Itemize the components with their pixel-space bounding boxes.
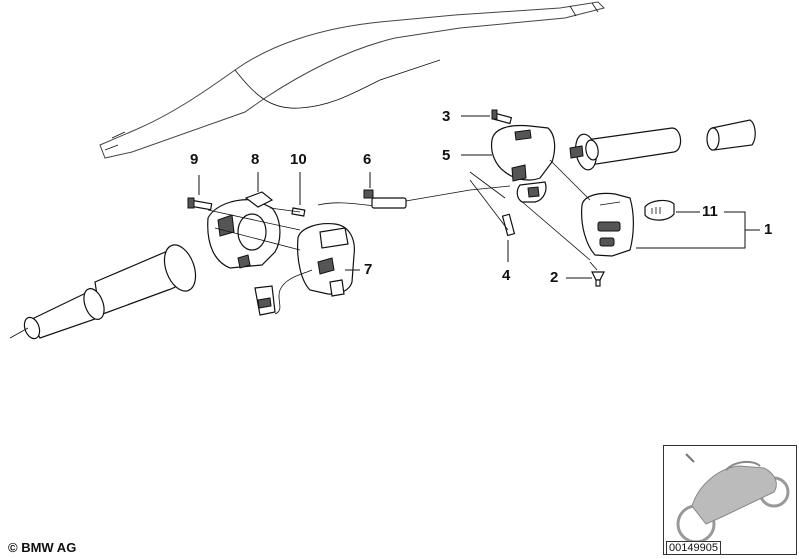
screw-part-2 [591,271,605,287]
callout-7: 7 [364,261,373,278]
callout-3: 3 [442,108,451,125]
left-switch-unit-part-7 [254,223,355,316]
motorcycle-thumbnail [663,445,797,555]
callout-10: 10 [290,151,307,168]
right-switch-unit-part-1 [581,192,634,257]
callout-11: 11 [702,203,718,220]
callout-4: 4 [502,267,511,284]
throttle-housing-part-5 [490,124,556,203]
switch-cap-part-11 [644,199,675,221]
assembly-lines [207,159,598,271]
screw-part-9 [187,197,213,211]
callout-leaders [198,115,760,279]
callout-9: 9 [190,151,199,168]
left-switch-housing-part-8 [207,191,281,269]
callout-6: 6 [363,151,372,168]
callout-2: 2 [550,269,559,286]
copyright: © BMW AG [8,540,77,555]
callout-8: 8 [251,151,260,168]
diagram-id: 00149905 [666,541,721,555]
callout-5: 5 [442,147,451,164]
handlebar [99,1,605,159]
cable-part-6 [317,185,511,209]
callout-1: 1 [764,221,773,238]
left-grip [9,244,197,340]
motorcycle-silhouette [676,453,790,544]
screw-part-3 [491,109,513,125]
right-grip [569,119,756,171]
